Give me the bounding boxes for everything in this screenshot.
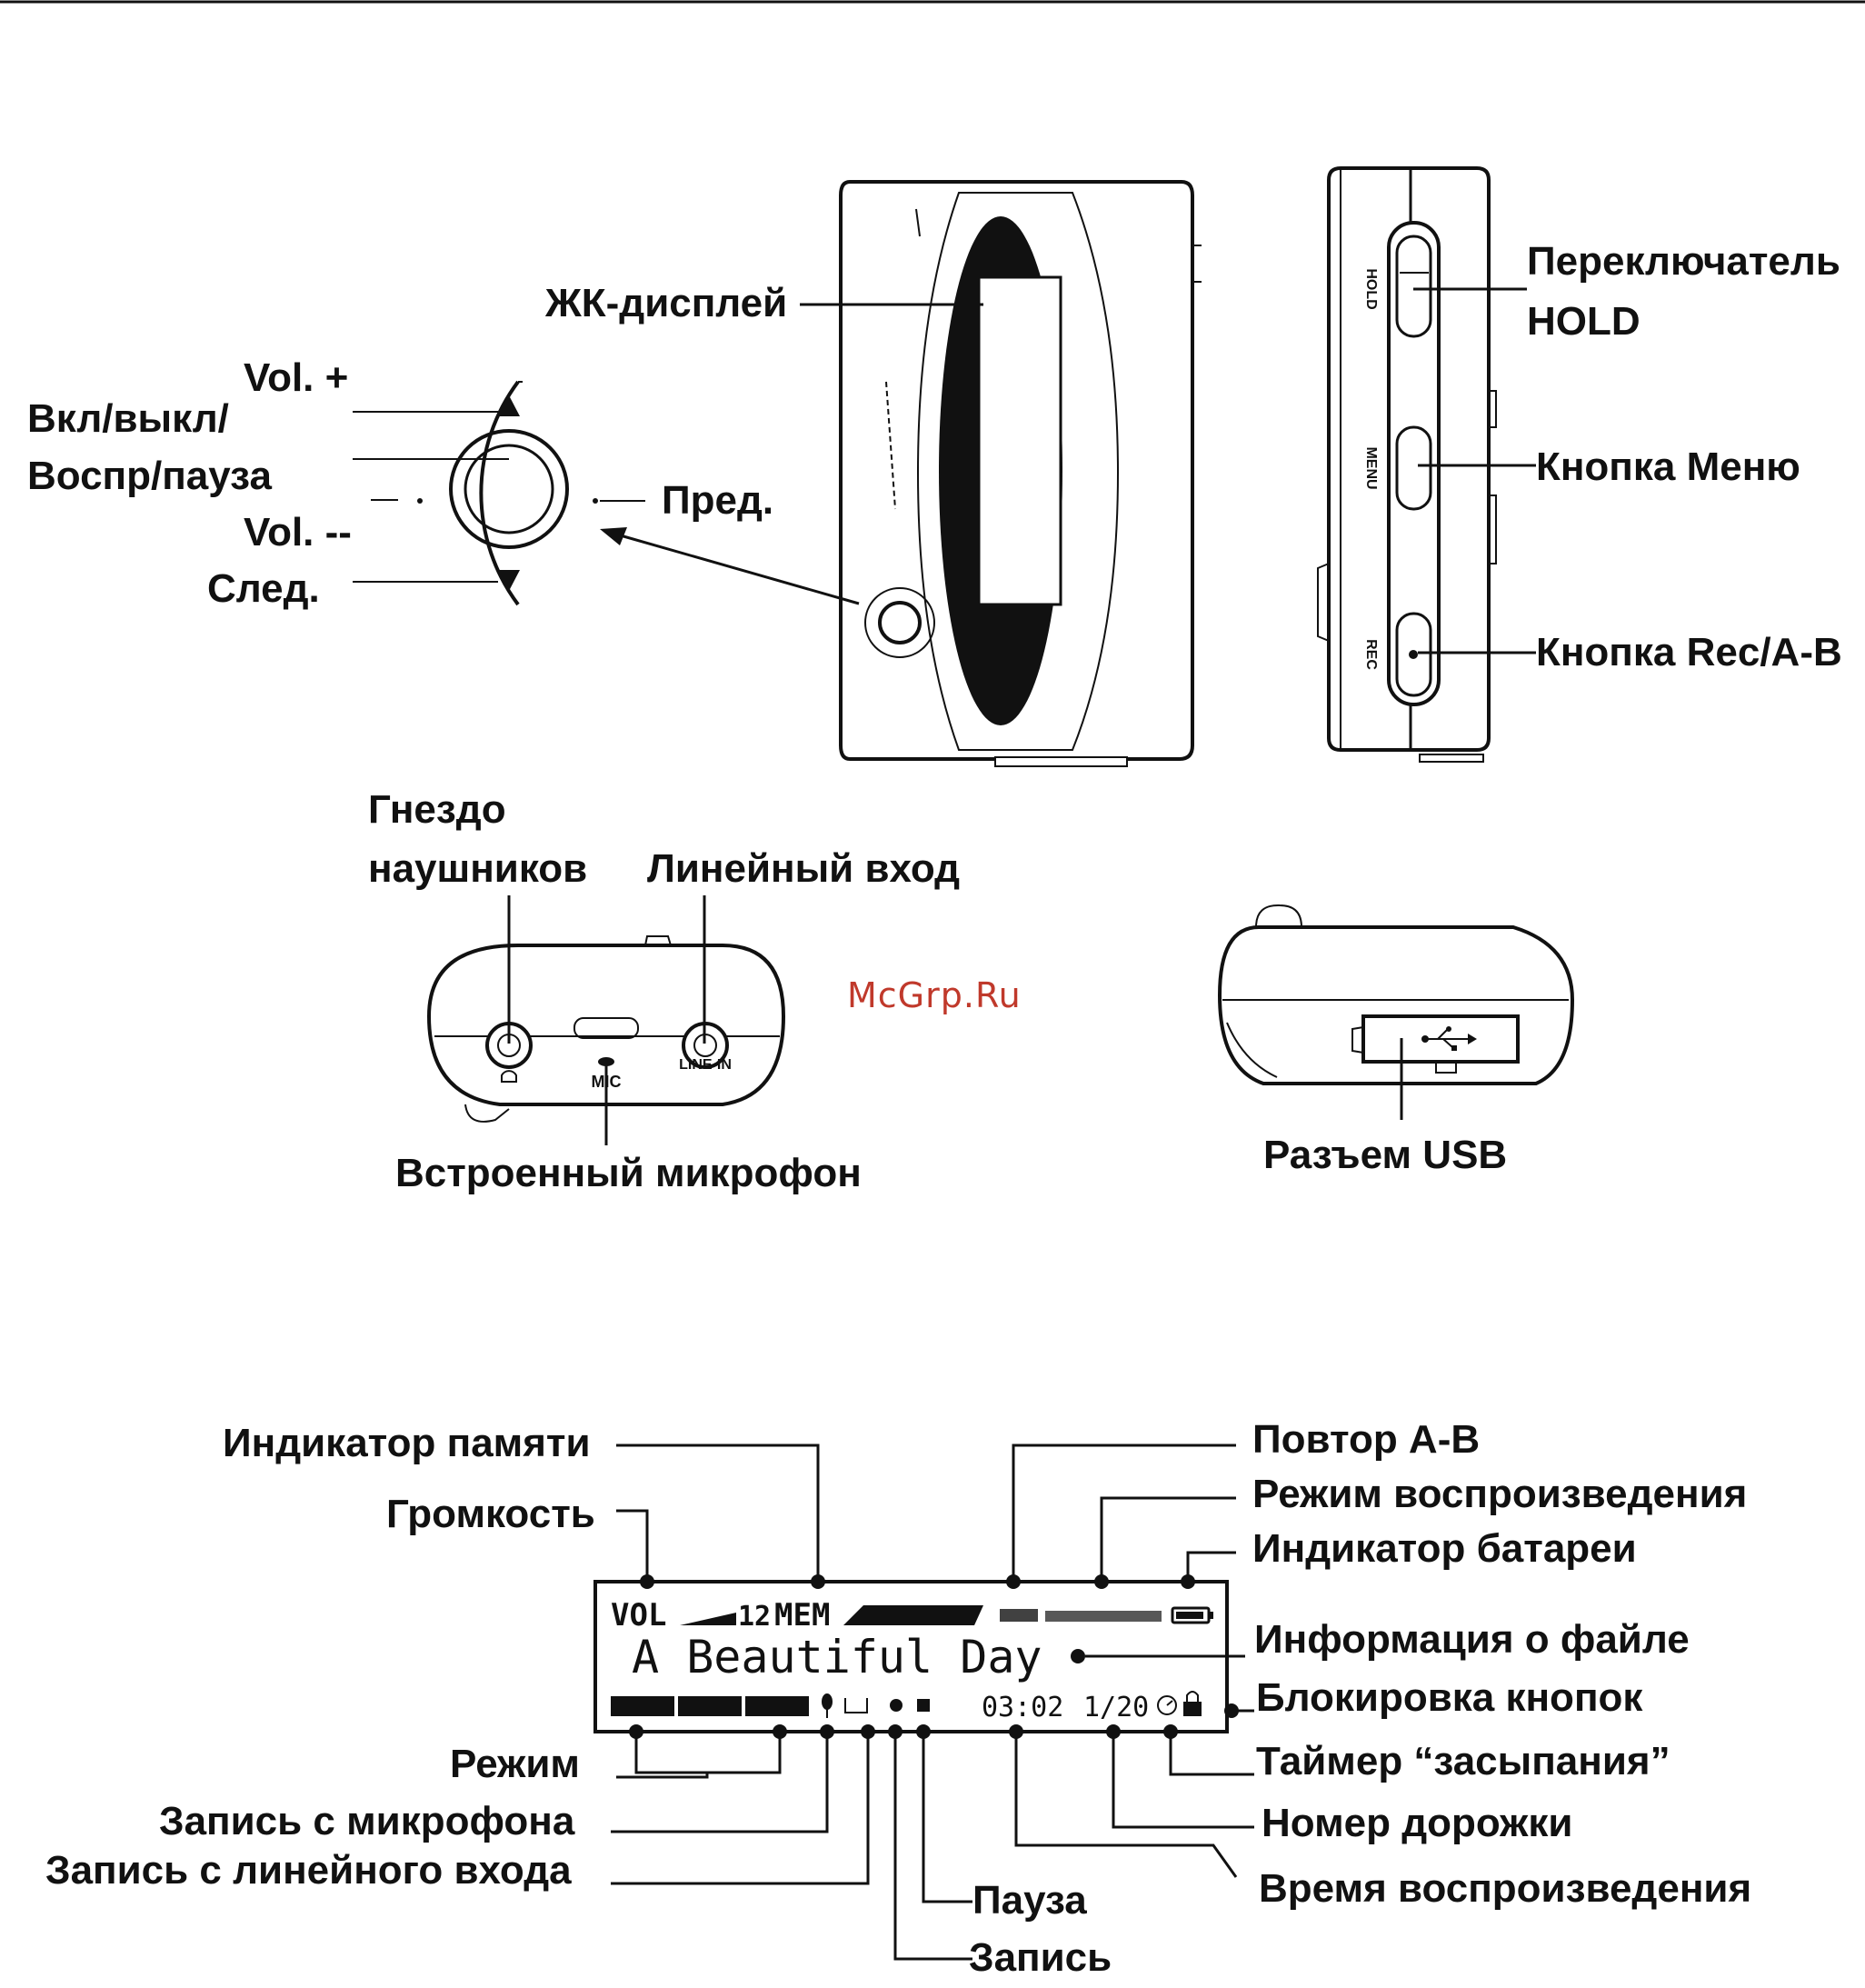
label-play-time: Время воспроизведения: [1259, 1866, 1751, 1911]
label-builtin-mic: Встроенный микрофон: [395, 1151, 862, 1195]
label-lcd: ЖК-дисплей: [544, 281, 787, 325]
stop-square-icon: [917, 1699, 930, 1712]
label-prev: Пред.: [662, 478, 773, 523]
sleep-timer-icon: [1157, 1695, 1177, 1715]
lcd-window: [977, 275, 1062, 606]
joystick-ring: [449, 429, 569, 549]
joystick-detail: [353, 380, 860, 606]
mic-slot: [573, 1017, 639, 1039]
label-line-in: Линейный вход: [647, 846, 960, 891]
triangle-down-icon: [498, 570, 520, 591]
label-menu-button: Кнопка Меню: [1536, 445, 1800, 489]
lcd-time: 03:02: [982, 1692, 1063, 1723]
label-hold-switch-2: HOLD: [1527, 299, 1641, 344]
headphone-icon: [501, 1070, 517, 1083]
lcd-track: 1/20: [1083, 1692, 1149, 1723]
lcd-volume-ramp: [680, 1613, 736, 1625]
triangle-up-icon: [498, 395, 520, 416]
label-rec-button: Кнопка Rec/A-B: [1536, 630, 1842, 674]
label-mode: Режим: [450, 1742, 580, 1786]
mark-line-in: LINE-IN: [679, 1057, 732, 1073]
label-track-number: Номер дорожки: [1262, 1801, 1572, 1845]
mark-hold: HOLD: [1363, 268, 1379, 309]
label-pause: Пауза: [972, 1878, 1087, 1923]
label-headphone-jack-1: Гнездо: [368, 787, 506, 832]
display-bezel: [916, 192, 1120, 751]
label-key-lock: Блокировка кнопок: [1256, 1675, 1643, 1720]
label-battery-indicator: Индикатор батареи: [1252, 1526, 1637, 1571]
label-play-mode: Режим воспроизведения: [1252, 1472, 1747, 1516]
label-file-info: Информация о файле: [1254, 1617, 1690, 1662]
front-view: [839, 180, 1202, 767]
mark-rec: REC: [1363, 639, 1379, 670]
label-vol-plus: Vol. +: [244, 355, 348, 400]
label-play-pause: Воспр/пауза: [27, 454, 272, 498]
record-dot-icon: [1409, 650, 1418, 659]
lcd-screen-detail: VOL 12 MEM A Beautiful Day 03:02 1/20: [593, 1444, 1254, 1961]
label-record: Запись: [969, 1935, 1112, 1980]
label-next: След.: [207, 566, 320, 611]
label-mic-record: Запись с микрофона: [159, 1799, 575, 1843]
label-volume: Громкость: [386, 1492, 595, 1536]
lcd-mem: MEM: [774, 1597, 830, 1633]
label-power: Вкл/выкл/: [27, 396, 229, 441]
label-headphone-jack-2: наушников: [368, 846, 587, 891]
bottom-view: [1217, 904, 1575, 1120]
watermark: McGrp.Ru: [847, 975, 1022, 1015]
joystick-center-button: [464, 444, 554, 534]
front-joystick-outer: [864, 587, 935, 658]
lcd-vol: VOL: [611, 1597, 666, 1633]
mark-menu: MENU: [1363, 446, 1379, 489]
usb-icon: [1421, 1026, 1477, 1051]
lcd-memory-bar: [843, 1605, 983, 1625]
label-hold-switch-1: Переключатель: [1527, 239, 1840, 284]
menu-button[interactable]: [1395, 425, 1432, 511]
label-repeat-ab: Повтор A-B: [1252, 1417, 1480, 1462]
lcd-line-in-icon: [844, 1698, 868, 1713]
top-view: MIC LINE-IN: [426, 895, 786, 1145]
lcd-file-title: A Beautiful Day: [632, 1631, 1042, 1683]
record-dot-icon: [890, 1699, 903, 1712]
lock-icon: [1183, 1702, 1202, 1716]
lcd-mode-bar: [611, 1696, 809, 1716]
lcd-vol-level: 12: [738, 1601, 771, 1633]
front-joystick: [878, 601, 922, 644]
label-sleep-timer: Таймер “засыпания”: [1256, 1739, 1671, 1783]
side-view: HOLD MENU REC: [1317, 166, 1536, 763]
label-vol-minus: Vol. --: [244, 510, 352, 554]
lcd-play-mode-icons: [1045, 1611, 1162, 1622]
microphone-icon: [822, 1693, 833, 1710]
label-line-record: Запись с линейного входа: [45, 1848, 572, 1893]
label-memory-indicator: Индикатор памяти: [223, 1421, 591, 1465]
lcd-repeat-ab-icon: [1000, 1609, 1038, 1622]
hold-switch[interactable]: [1395, 235, 1432, 338]
label-usb-port: Разъем USB: [1263, 1133, 1507, 1177]
